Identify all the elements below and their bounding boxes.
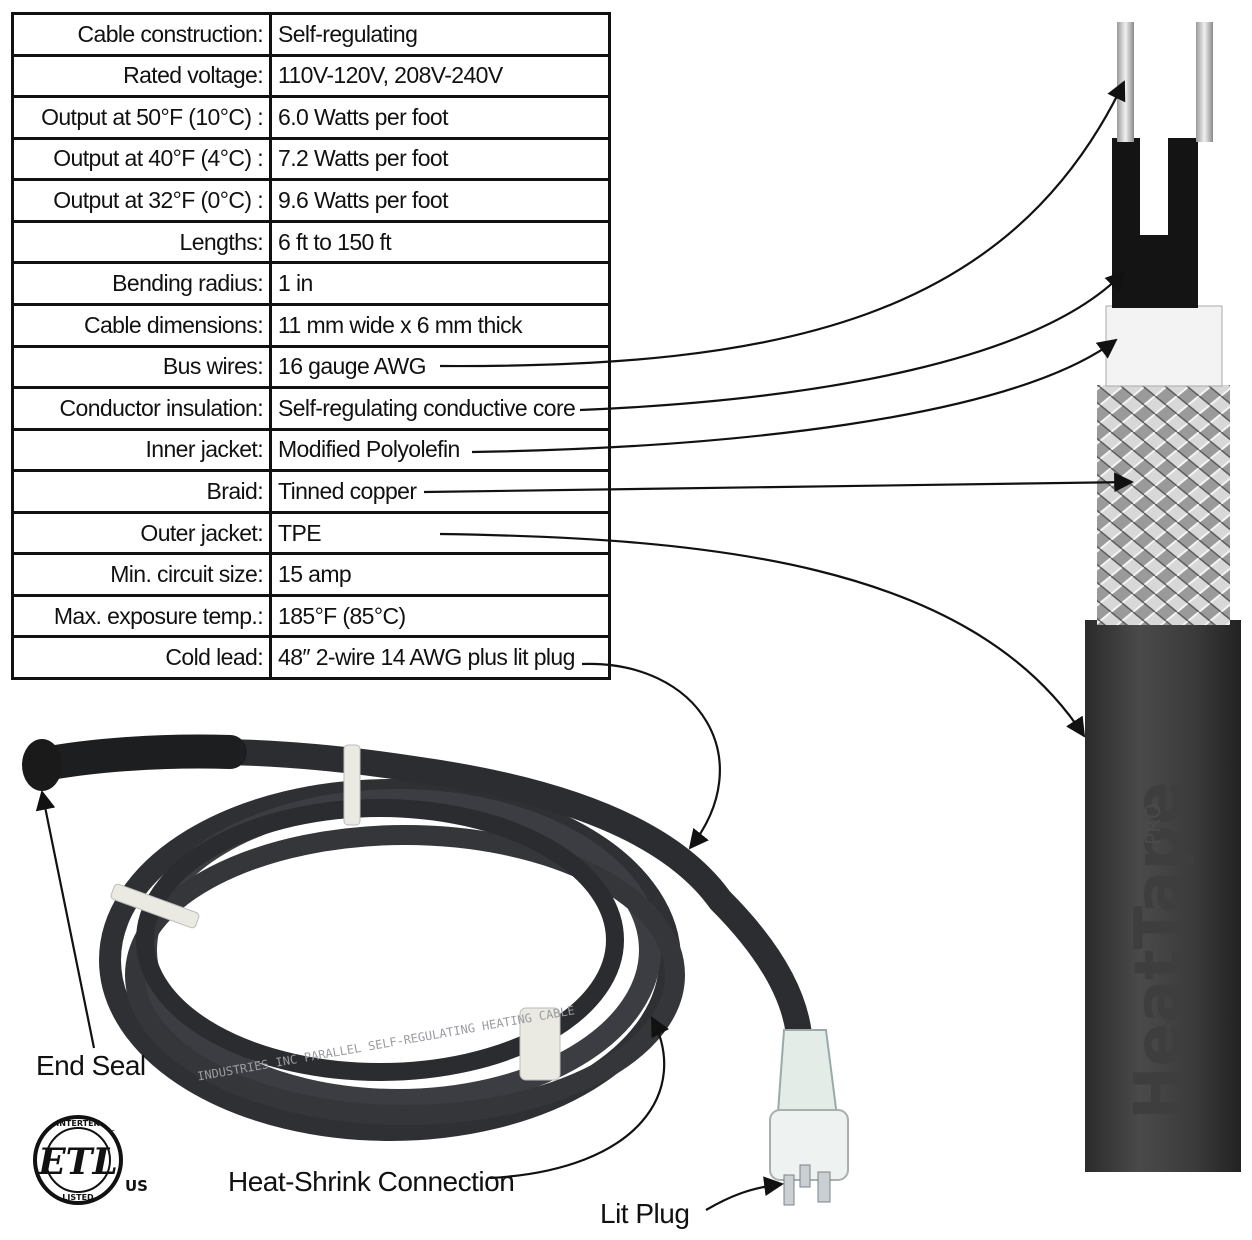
spec-value: 48″ 2-wire 14 AWG plus lit plug xyxy=(269,635,611,680)
cable-tie-1 xyxy=(343,744,361,826)
spec-value: 1 in xyxy=(269,261,611,306)
spec-value: Modified Polyolefin xyxy=(269,427,611,473)
spec-label: Rated voltage: xyxy=(11,53,272,99)
cold-lead-arrow xyxy=(581,662,721,850)
etl-country-text: US xyxy=(125,1177,148,1195)
inner-jacket xyxy=(1105,305,1223,387)
spec-value: Self-regulating conductive core xyxy=(269,386,611,431)
spec-row: Cable construction:Self-regulating xyxy=(11,12,611,57)
cable-tie-3 xyxy=(519,1007,561,1081)
spec-row: Inner jacket:Modified Polyolefin xyxy=(11,427,611,473)
spec-value: Self-regulating xyxy=(269,12,611,57)
brand-name: HeatTape xyxy=(1122,781,1196,1120)
spec-row: Rated voltage:110V-120V, 208V-240V xyxy=(11,53,611,99)
spec-value: 6.0 Watts per foot xyxy=(269,95,611,140)
tinned-copper-braid xyxy=(1097,385,1230,625)
end-seal-cap xyxy=(22,739,62,791)
etl-bottom-text: LISTED xyxy=(62,1193,94,1202)
brand-suffix: PRO xyxy=(1141,803,1165,845)
spec-label: Cable construction: xyxy=(11,12,272,57)
spec-row: Max. exposure temp.:185°F (85°C) xyxy=(11,593,611,639)
spec-label: Max. exposure temp.: xyxy=(11,593,272,639)
spec-row: Cold lead:48″ 2-wire 14 AWG plus lit plu… xyxy=(11,635,611,680)
spec-label: Outer jacket: xyxy=(11,510,272,556)
spec-row: Output at 32°F (0°C) :9.6 Watts per foot xyxy=(11,178,611,223)
cable-cutaway: HeatTape PRO xyxy=(1085,22,1241,1172)
end-seal-arrow xyxy=(35,790,96,1049)
spec-label: Conductor insulation: xyxy=(11,386,272,431)
spec-label: Braid: xyxy=(11,469,272,514)
spec-row: Min. circuit size:15 amp xyxy=(11,552,611,597)
etl-mark-text: ETL xyxy=(37,1141,118,1183)
lit-plug-label: Lit Plug xyxy=(600,1198,690,1229)
spec-row: Braid:Tinned copper xyxy=(11,469,611,514)
spec-label: Bending radius: xyxy=(11,261,272,306)
heat-shrink-label: Heat-Shrink Connection xyxy=(228,1166,515,1197)
spec-value: Tinned copper xyxy=(269,469,611,514)
spec-row: Bus wires:16 gauge AWG xyxy=(11,344,611,390)
bus-wire-right xyxy=(1196,22,1213,142)
spec-value: 110V-120V, 208V-240V xyxy=(269,53,611,99)
etl-certification-mark: ETL INTERTEK LISTED US C xyxy=(33,1115,148,1205)
spec-label: Cable dimensions: xyxy=(11,302,272,348)
spec-row: Output at 40°F (4°C) :7.2 Watts per foot xyxy=(11,136,611,182)
lit-plug-arrow xyxy=(705,1176,784,1211)
conductive-core xyxy=(1112,138,1198,308)
braid-arrow xyxy=(423,472,1134,494)
spec-value: 185°F (85°C) xyxy=(269,593,611,639)
bus-wire-left xyxy=(1117,22,1134,142)
heat-shrink-arrow xyxy=(489,1016,670,1180)
spec-label: Inner jacket: xyxy=(11,427,272,473)
spec-value: TPE xyxy=(269,510,611,556)
spec-label: Cold lead: xyxy=(11,635,272,680)
leader-lines xyxy=(35,80,1134,1211)
spec-label: Output at 40°F (4°C) : xyxy=(11,136,272,182)
spec-value: 11 mm wide x 6 mm thick xyxy=(269,302,611,348)
cable-tie-2 xyxy=(110,883,200,929)
spec-row: Output at 50°F (10°C) :6.0 Watts per foo… xyxy=(11,95,611,140)
spec-label: Bus wires: xyxy=(11,344,272,390)
heat-shrink-sleeve xyxy=(23,734,247,782)
conductive-core-arrow xyxy=(579,270,1126,412)
spec-value: 6 ft to 150 ft xyxy=(269,219,611,265)
spec-value: 7.2 Watts per foot xyxy=(269,136,611,182)
spec-value: 15 amp xyxy=(269,552,611,597)
spec-label: Output at 32°F (0°C) : xyxy=(11,178,272,223)
spec-label: Output at 50°F (10°C) : xyxy=(11,95,272,140)
inner-jacket-arrow xyxy=(471,338,1118,454)
outer-jacket xyxy=(1085,620,1241,1172)
spec-row: Outer jacket:TPE xyxy=(11,510,611,556)
spec-row: Lengths:6 ft to 150 ft xyxy=(11,219,611,265)
spec-row: Bending radius:1 in xyxy=(11,261,611,306)
end-seal-label: End Seal xyxy=(36,1050,146,1081)
etl-small-text: C xyxy=(110,1129,115,1137)
outer-jacket-arrow xyxy=(439,532,1086,738)
spec-label: Min. circuit size: xyxy=(11,552,272,597)
lit-plug xyxy=(769,1029,849,1206)
spec-label: Lengths: xyxy=(11,219,272,265)
etl-top-text: INTERTEK xyxy=(56,1119,100,1128)
spec-row: Cable dimensions:11 mm wide x 6 mm thick xyxy=(11,302,611,348)
spec-row: Conductor insulation:Self-regulating con… xyxy=(11,386,611,431)
spec-value: 9.6 Watts per foot xyxy=(269,178,611,223)
bus-wires-arrow xyxy=(439,80,1126,368)
